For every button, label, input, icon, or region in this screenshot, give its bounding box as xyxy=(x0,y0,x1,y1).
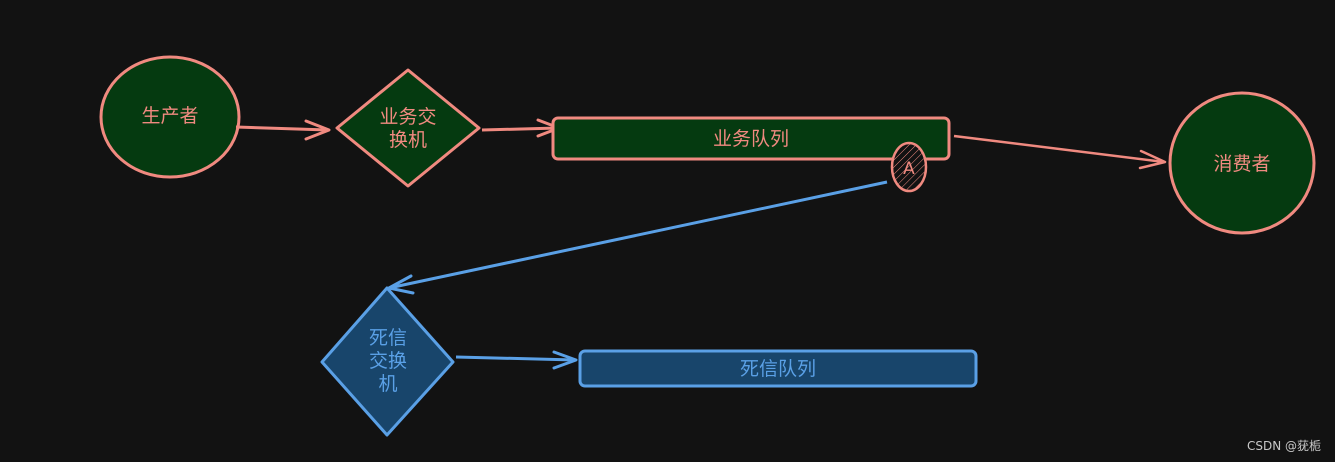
edge-queue-to-dlx xyxy=(387,180,888,295)
marker-a-label: A xyxy=(903,159,915,179)
dlx-label-line1: 死信 xyxy=(369,327,407,349)
consumer-label: 消费者 xyxy=(1213,153,1270,175)
business-queue-label: 业务队列 xyxy=(713,128,789,150)
business-exchange-label-line1: 业务交 xyxy=(379,106,436,128)
dead-letter-queue-label: 死信队列 xyxy=(740,358,816,380)
watermark: CSDN @莸栀 xyxy=(1246,439,1321,453)
edge-dlx-to-dlq xyxy=(455,350,578,370)
producer-node[interactable]: 生产者 xyxy=(99,55,241,179)
business-exchange-node[interactable]: 业务交 换机 xyxy=(335,68,481,188)
producer-label: 生产者 xyxy=(141,105,198,127)
edge-queue-to-consumer xyxy=(953,134,1167,170)
business-queue-node[interactable]: 业务队列 xyxy=(551,116,951,161)
dlx-label-line2: 交换 xyxy=(369,350,407,372)
business-exchange-label-line2: 换机 xyxy=(389,129,427,151)
edge-producer-to-exchange xyxy=(235,119,331,141)
dead-letter-queue-node[interactable]: 死信队列 xyxy=(578,349,978,388)
dlx-label-line3: 机 xyxy=(378,373,397,395)
consumer-node[interactable]: 消费者 xyxy=(1168,91,1316,235)
marker-a[interactable]: A xyxy=(890,141,928,193)
edge-exchange-to-queue xyxy=(481,118,561,138)
dead-letter-exchange-node[interactable]: 死信 交换 机 xyxy=(320,286,455,437)
